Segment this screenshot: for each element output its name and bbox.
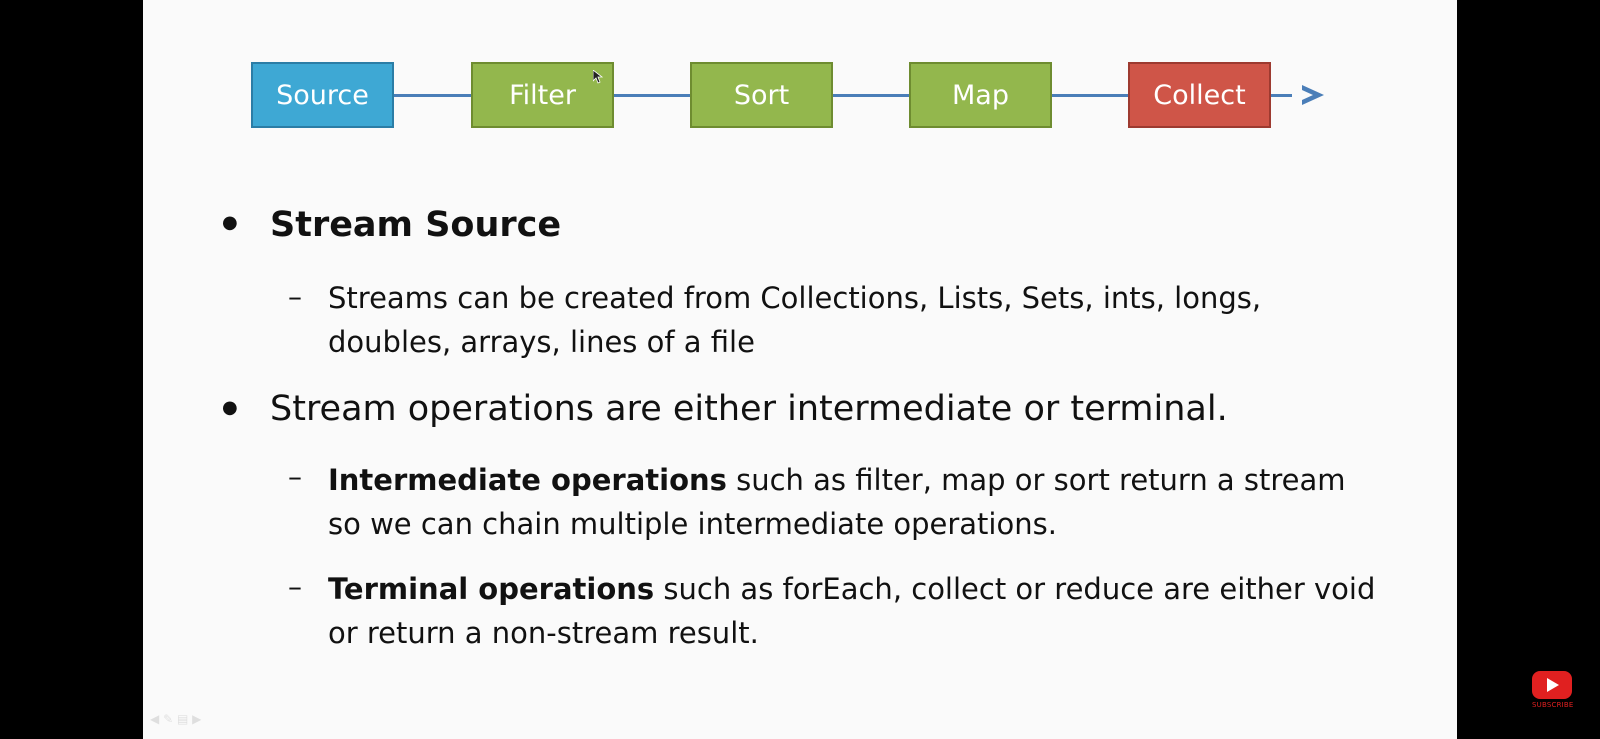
sort-label: Sort <box>733 79 790 111</box>
dash-icon: – <box>288 280 302 313</box>
pen-icon[interactable]: ✎ <box>163 712 174 726</box>
next-slide-icon[interactable]: ▶ <box>192 712 202 726</box>
source-box: Source <box>251 62 394 128</box>
source-label: Source <box>276 79 369 111</box>
map-label: Map <box>952 79 1009 111</box>
stream-source-heading: Stream Source <box>270 205 562 245</box>
collect-box: Collect <box>1128 62 1271 128</box>
menu-icon[interactable]: ▤ <box>176 712 189 726</box>
prev-slide-icon[interactable]: ◀ <box>150 712 160 726</box>
operations-heading: Stream operations are either intermediat… <box>270 389 1228 429</box>
terminal-label: Terminal operations <box>328 572 655 606</box>
youtube-play-icon <box>1532 671 1572 699</box>
subscribe-button[interactable]: SUBSCRIBE <box>1532 671 1574 711</box>
mouse-cursor-icon <box>593 70 603 84</box>
bullet-icon: ● <box>222 397 238 418</box>
sort-box: Sort <box>690 62 833 128</box>
bullet-icon: ● <box>222 212 238 233</box>
slideshow-controls[interactable]: ◀ ✎ ▤ ▶ <box>150 712 201 726</box>
terminal-detail: such as forEach, collect or reduce are e… <box>328 572 1376 650</box>
stream-source-detail: Streams can be created from Collections,… <box>328 281 1262 359</box>
intermediate-label: Intermediate operations <box>328 463 727 497</box>
intermediate-paragraph: Intermediate operations such as filter, … <box>328 458 1378 546</box>
pipeline-arrow-inner <box>1302 90 1313 100</box>
filter-label: Filter <box>509 79 576 111</box>
dash-icon: – <box>288 460 302 493</box>
intermediate-detail: such as filter, map or sort return a str… <box>328 463 1346 541</box>
collect-label: Collect <box>1153 79 1246 111</box>
filter-box: Filter <box>471 62 614 128</box>
terminal-paragraph: Terminal operations such as forEach, col… <box>328 567 1378 655</box>
subscribe-label: SUBSCRIBE <box>1532 701 1574 709</box>
map-box: Map <box>909 62 1052 128</box>
dash-icon: – <box>288 570 302 603</box>
